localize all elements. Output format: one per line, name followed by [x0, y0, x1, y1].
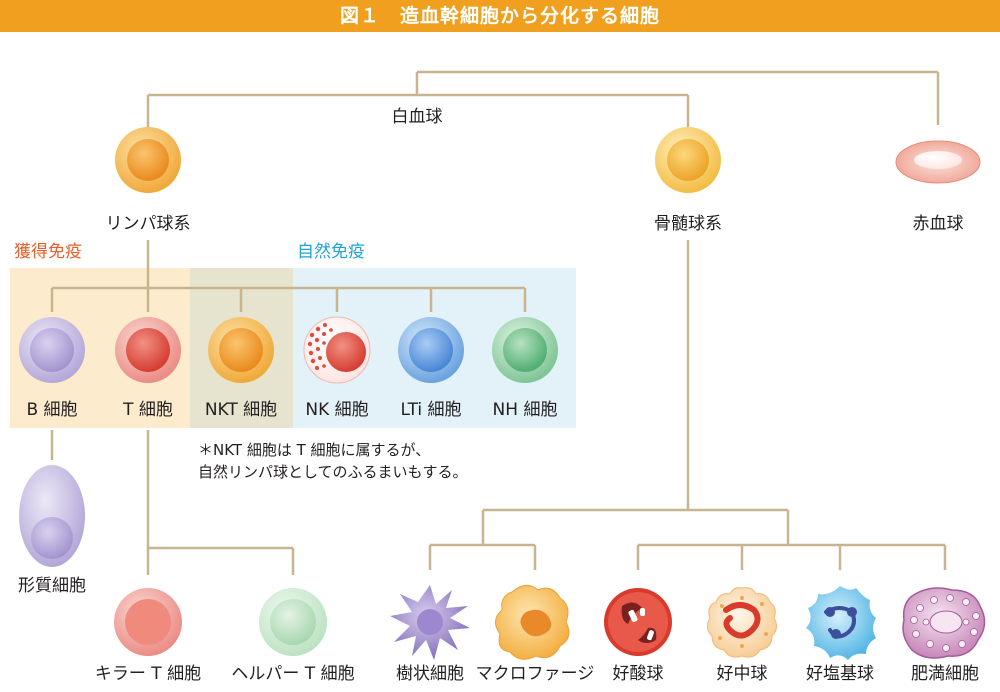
nk-cell	[303, 316, 371, 384]
nkt-note-line-1: ＊NKT 細胞は T 細胞に属するが、	[198, 441, 431, 459]
t-cell-label: T 細胞	[123, 400, 173, 420]
nkt-cell	[208, 317, 274, 383]
mast-cell-label: 肥満細胞	[911, 664, 979, 684]
myeloid-progenitor-cell	[655, 127, 721, 193]
nkt-cell-label: NKT 細胞	[204, 400, 278, 420]
red-blood-cell-label: 赤血球	[912, 214, 964, 234]
myeloid-label: 骨髄球系	[654, 214, 722, 234]
b-cell-label: B 細胞	[26, 400, 78, 420]
b-cell	[19, 317, 85, 383]
basophil-cell	[806, 586, 876, 660]
plasma-cell-label: 形質細胞	[18, 576, 86, 596]
eosinophil-label: 好酸球	[612, 664, 664, 684]
helper-t-cell	[259, 588, 327, 656]
lti-cell	[398, 317, 464, 383]
t-cell	[115, 317, 181, 383]
dendritic-cell-label: 樹状細胞	[396, 664, 464, 684]
nh-cell	[492, 317, 558, 383]
neutrophil-label: 好中球	[716, 664, 768, 684]
lti-cell-label: LTi 細胞	[400, 400, 462, 420]
plasma-cell	[19, 465, 85, 567]
nkt-note-line-2: 自然リンパ球としてのふるまいもする。	[198, 463, 468, 481]
nk-cell-label: NK 細胞	[305, 400, 369, 420]
lineage-tree-lines	[50, 70, 947, 575]
macrophage-cell	[495, 585, 570, 660]
basophil-label: 好塩基球	[806, 664, 874, 684]
red-blood-cell	[895, 140, 981, 184]
mast-cell	[902, 587, 986, 659]
lymphoid-progenitor-cell	[115, 127, 181, 193]
diagram-title: 図１ 造血幹細胞から分化する細胞	[339, 5, 660, 27]
macrophage-label: マクロファージ	[475, 664, 595, 684]
innate-immunity-label: 自然免疫	[297, 242, 365, 262]
killer-t-cell-label: キラー T 細胞	[94, 664, 202, 684]
nh-cell-label: NH 細胞	[492, 400, 558, 420]
title-bar	[0, 0, 1000, 32]
dendritic-cell	[390, 585, 470, 660]
acquired-immunity-label: 獲得免疫	[14, 242, 82, 262]
lymphoid-label: リンパ球系	[105, 214, 191, 234]
neutrophil-cell	[706, 587, 778, 658]
white-blood-cells-label: 白血球	[391, 107, 443, 127]
killer-t-cell	[114, 588, 182, 656]
helper-t-cell-label: ヘルパー T 細胞	[231, 664, 355, 684]
eosinophil-cell	[604, 588, 672, 656]
